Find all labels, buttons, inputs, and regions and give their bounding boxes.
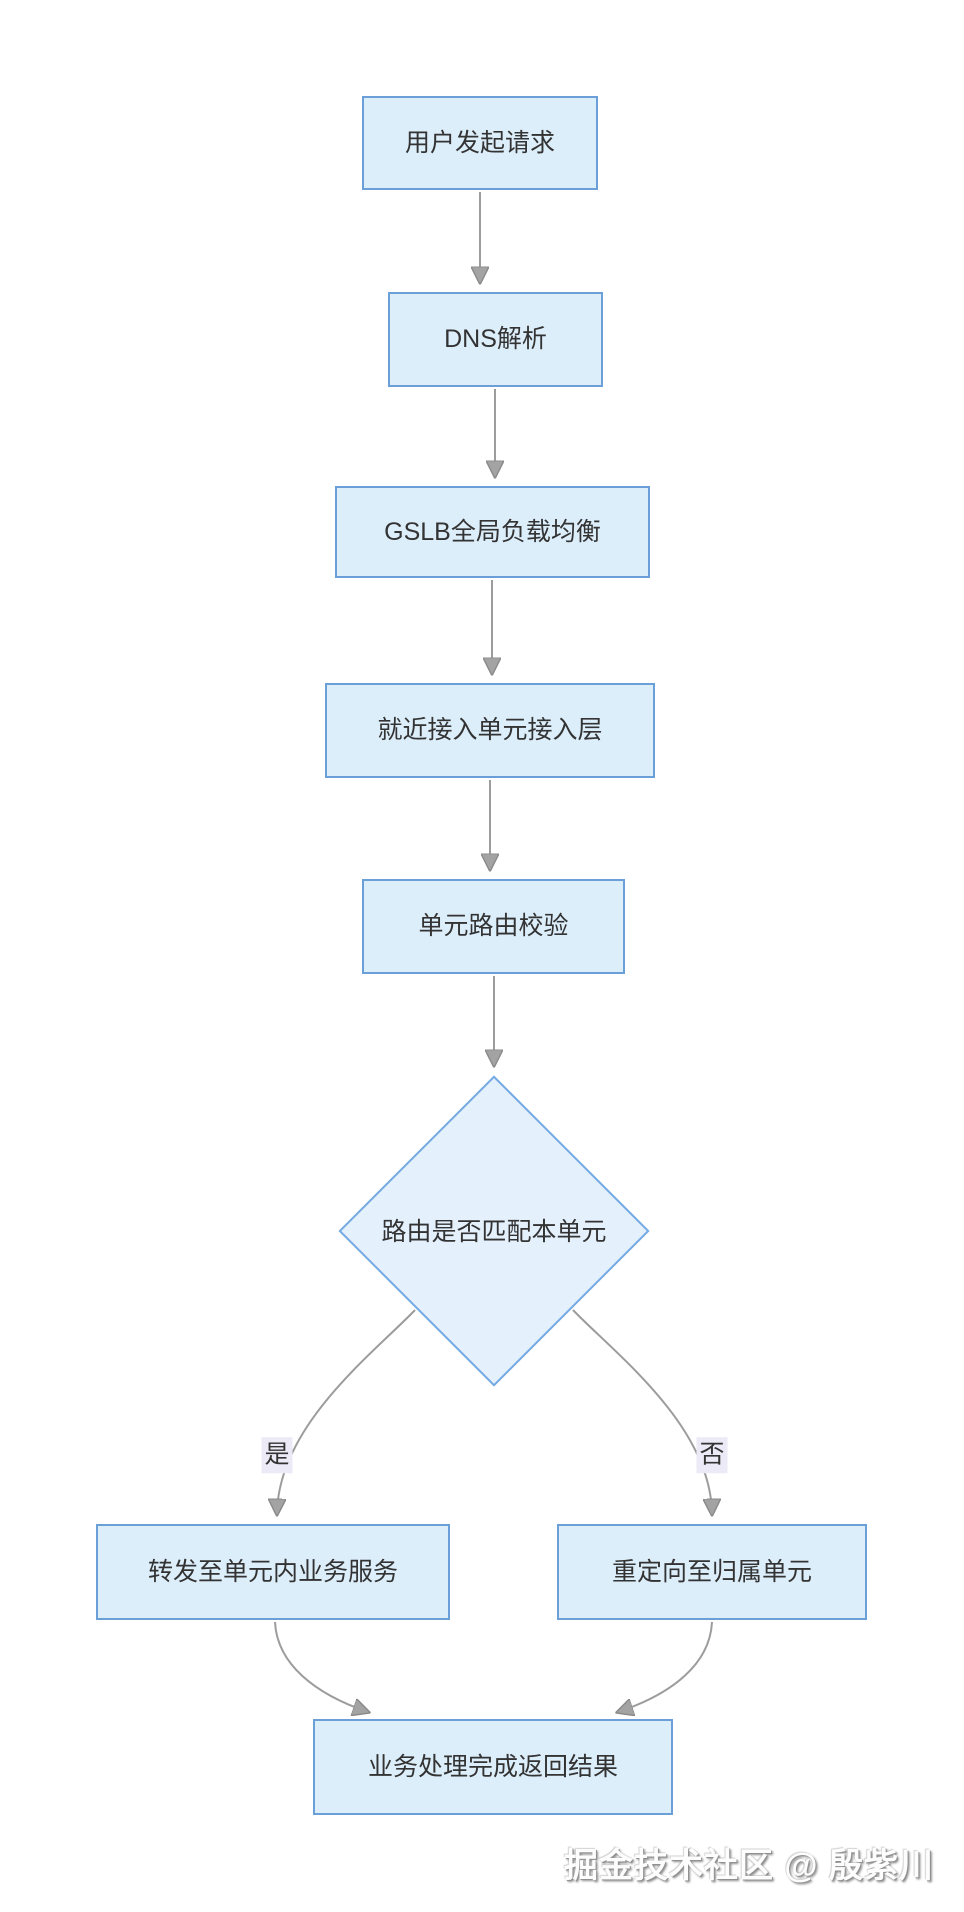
node-route-match-text: 路由是否匹配本单元 [381,1218,607,1246]
node-done-label: 业务处理完成返回结果 [367,1752,618,1781]
node-route-match-label: 路由是否匹配本单元 [344,1205,644,1255]
edge-forward-to-done [274,1621,368,1712]
node-forward-local: 转发至单元内业务服务 [96,1524,450,1620]
node-user-request: 用户发起请求 [362,96,598,190]
node-gslb: GSLB全局负载均衡 [335,486,650,578]
edge-decision-no [572,1309,712,1514]
node-route-check-label: 单元路由校验 [418,912,569,941]
edge-redirect-to-done [618,1621,713,1712]
node-user-request-label: 用户发起请求 [404,128,555,157]
node-access-layer: 就近接入单元接入层 [325,683,655,778]
node-forward-local-label: 转发至单元内业务服务 [147,1557,398,1586]
node-redirect-home: 重定向至归属单元 [557,1524,867,1620]
node-route-check: 单元路由校验 [362,879,625,974]
node-done: 业务处理完成返回结果 [313,1719,673,1815]
node-access-layer-label: 就近接入单元接入层 [377,716,603,745]
edge-decision-yes [277,1309,416,1514]
edge-label-no: 否 [696,1437,728,1473]
watermark-text: 掘金技术社区 @ 殷紫川 [563,1847,934,1885]
node-redirect-home-label: 重定向至归属单元 [611,1557,812,1586]
node-gslb-label: GSLB全局负载均衡 [384,517,601,546]
node-dns: DNS解析 [388,292,603,387]
edge-label-yes: 是 [261,1437,293,1473]
node-dns-label: DNS解析 [444,325,547,354]
